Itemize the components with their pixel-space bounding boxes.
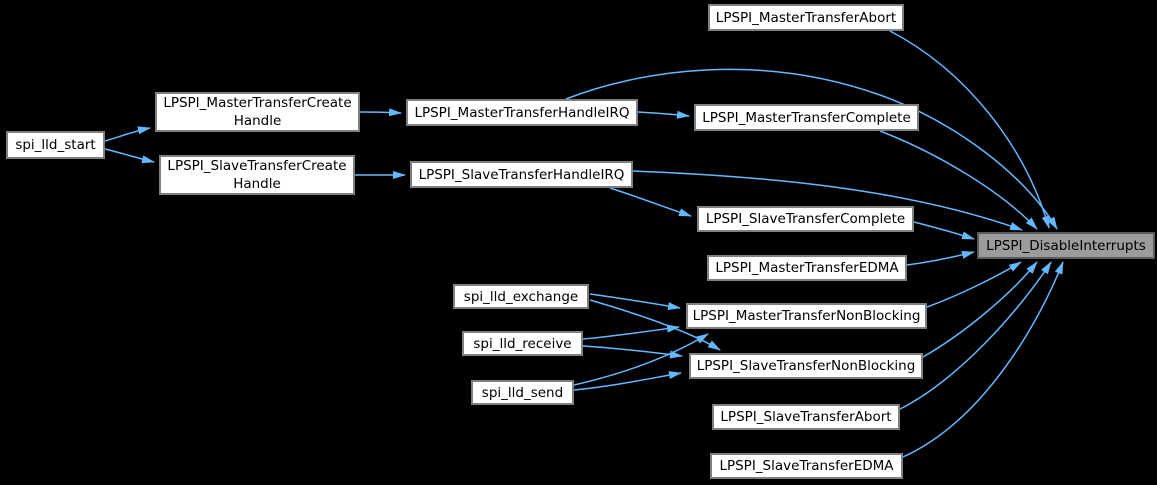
graph-node-slave_edma[interactable]: LPSPI_SlaveTransferEDMA	[710, 453, 903, 479]
graph-node-spi_lld_exchange[interactable]: spi_lld_exchange	[453, 284, 589, 309]
edge-master_abort-to-disable_interrupts	[889, 30, 1050, 229]
graph-node-spi_lld_receive[interactable]: spi_lld_receive	[462, 331, 583, 356]
edge-slave_complete-to-disable_interrupts	[913, 221, 975, 240]
edge-slave_handle_irq-to-disable_interrupts	[632, 170, 1023, 231]
graph-node-slave_nonblocking[interactable]: LPSPI_SlaveTransferNonBlocking	[689, 353, 923, 379]
graph-node-slave_handle_irq[interactable]: LPSPI_SlaveTransferHandleIRQ	[410, 161, 633, 188]
edge-master_complete-to-disable_interrupts	[879, 130, 1038, 230]
graph-node-spi_lld_send[interactable]: spi_lld_send	[471, 380, 574, 405]
graph-node-disable_interrupts: LPSPI_DisableInterrupts	[977, 232, 1155, 259]
edge-master_nonblocking-to-disable_interrupts	[926, 261, 1022, 308]
graph-node-master_abort[interactable]: LPSPI_MasterTransferAbort	[708, 4, 904, 31]
edge-spi_lld_start-to-master_create	[104, 126, 151, 142]
graph-node-master_complete[interactable]: LPSPI_MasterTransferComplete	[694, 104, 919, 131]
edge-slave_abort-to-disable_interrupts	[899, 261, 1052, 410]
edge-slave_nonblocking-to-disable_interrupts	[922, 261, 1038, 358]
edge-master_create-to-master_handle_irq	[359, 108, 402, 117]
graph-node-master_nonblocking[interactable]: LPSPI_MasterTransferNonBlocking	[686, 303, 927, 329]
edge-spi_lld_receive-to-slave_nonblocking	[582, 345, 683, 359]
edge-master_handle_irq-to-disable_interrupts	[565, 68, 1058, 230]
edge-spi_lld_send-to-master_nonblocking	[573, 333, 709, 386]
graph-node-master_handle_irq[interactable]: LPSPI_MasterTransferHandleIRQ	[406, 99, 638, 126]
edge-spi_lld_receive-to-master_nonblocking	[582, 324, 680, 340]
edge-spi_lld_send-to-slave_nonblocking	[573, 371, 682, 391]
graph-node-slave_create[interactable]: LPSPI_SlaveTransferCreate Handle	[159, 155, 355, 195]
edge-group	[104, 30, 1064, 458]
edge-spi_lld_exchange-to-master_nonblocking	[589, 293, 681, 310]
graph-node-spi_lld_start[interactable]: spi_lld_start	[6, 131, 105, 159]
graph-node-slave_complete[interactable]: LPSPI_SlaveTransferComplete	[697, 206, 914, 232]
edge-slave_edma-to-disable_interrupts	[902, 261, 1064, 458]
edge-spi_lld_start-to-slave_create	[104, 148, 155, 164]
edge-spi_lld_exchange-to-slave_nonblocking	[589, 299, 721, 351]
edge-slave_handle_irq-to-slave_complete	[609, 187, 692, 217]
graph-node-master_create[interactable]: LPSPI_MasterTransferCreate Handle	[155, 92, 360, 132]
edge-master_edma-to-disable_interrupts	[906, 251, 975, 266]
edge-master_handle_irq-to-master_complete	[637, 110, 690, 119]
graph-node-slave_abort[interactable]: LPSPI_SlaveTransferAbort	[712, 404, 900, 430]
graph-node-master_edma[interactable]: LPSPI_MasterTransferEDMA	[707, 255, 907, 281]
